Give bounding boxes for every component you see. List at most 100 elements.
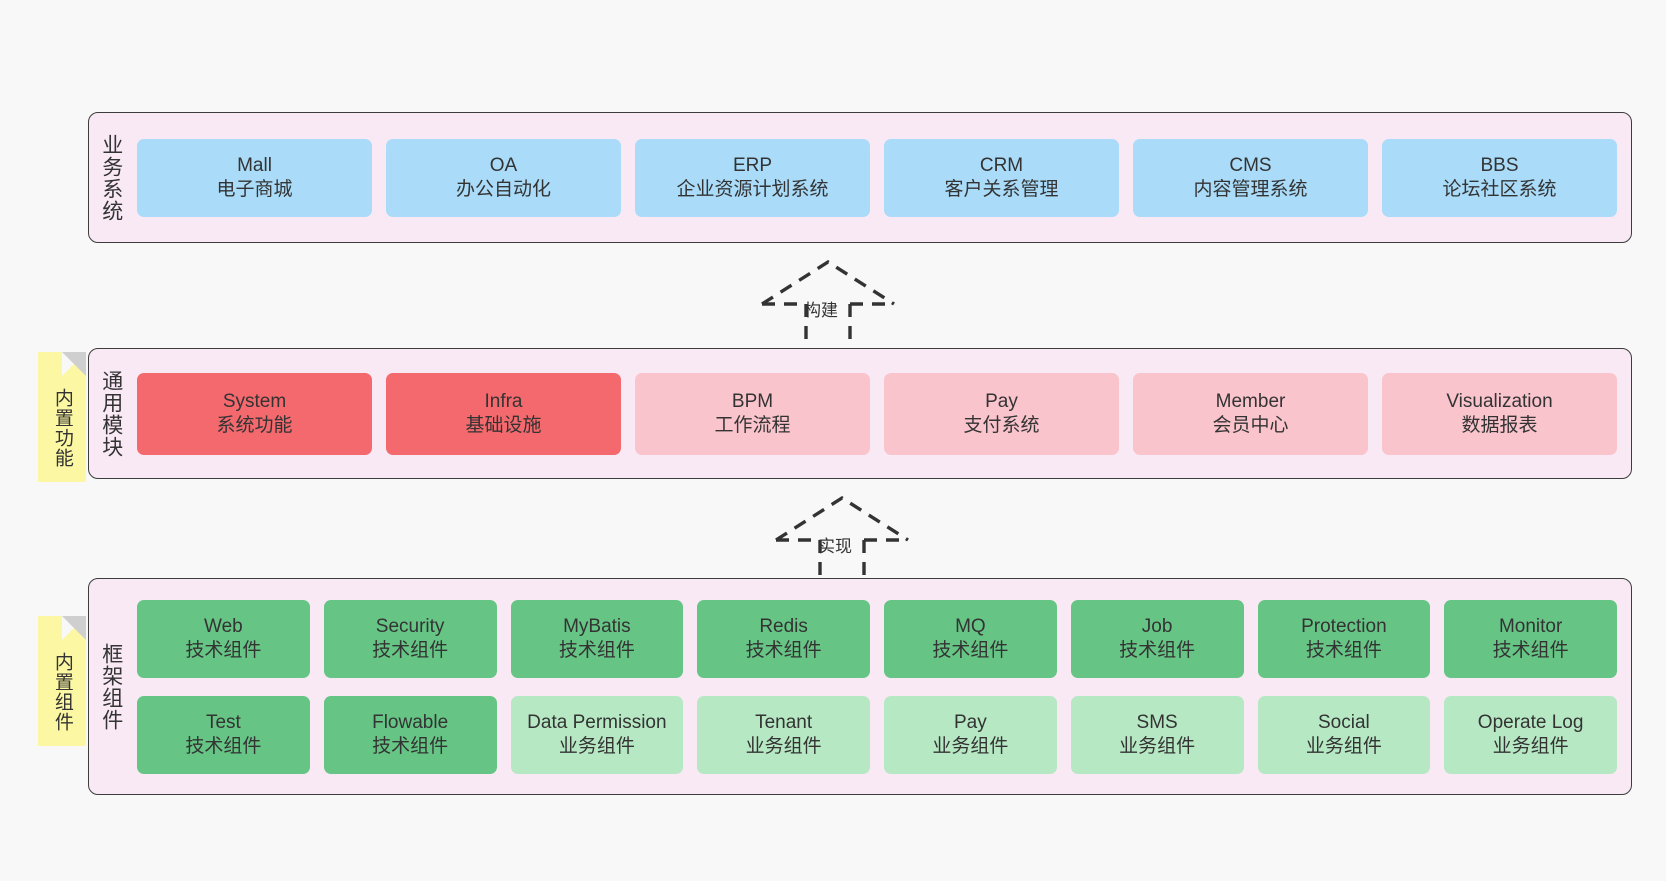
card-data-permission-en: Data Permission [527,711,667,733]
sticky-note-builtin-function: 内置功能 [38,352,86,482]
card-sms[interactable]: SMS 业务组件 [1070,695,1244,774]
card-erp[interactable]: ERP 企业资源计划系统 [635,138,870,217]
layer-title-framework-component: 框架组件 [99,642,123,731]
card-infra[interactable]: Infra 基础设施 [386,372,621,455]
card-protection[interactable]: Protection 技术组件 [1257,599,1431,678]
sticky-fold-corner-icon-2 [62,616,86,640]
card-security-en: Security [375,615,445,637]
card-pay-component-en: Pay [954,711,987,733]
card-erp-cn: 企业资源计划系统 [676,178,829,200]
card-web[interactable]: Web 技术组件 [137,599,310,678]
card-cms-en: CMS [1229,154,1272,176]
card-tenant-en: Tenant [755,711,813,733]
card-job-en: Job [1141,615,1173,637]
card-row-business-components: Test 技术组件 Flowable 技术组件 Data Permission … [137,695,1617,774]
card-bbs[interactable]: BBS 论坛社区系统 [1382,138,1617,217]
card-operate-log[interactable]: Operate Log 业务组件 [1444,695,1617,774]
card-bpm-cn: 工作流程 [714,414,791,436]
card-crm-en: CRM [979,154,1024,176]
card-row-tech-components: Web 技术组件 Security 技术组件 MyBatis 技术组件 Redi… [137,599,1617,678]
card-job-cn: 技术组件 [1119,639,1196,661]
card-mybatis[interactable]: MyBatis 技术组件 [510,599,684,678]
card-operate-log-en: Operate Log [1477,711,1584,733]
card-crm[interactable]: CRM 客户关系管理 [884,138,1119,217]
card-visualization-cn: 数据报表 [1461,414,1538,436]
card-social[interactable]: Social 业务组件 [1257,695,1431,774]
card-data-permission[interactable]: Data Permission 业务组件 [510,695,684,774]
card-oa-en: OA [489,154,518,176]
card-mq-cn: 技术组件 [932,639,1009,661]
card-redis-cn: 技术组件 [745,639,822,661]
card-infra-cn: 基础设施 [465,414,542,436]
card-erp-en: ERP [732,154,773,176]
card-pay-module-en: Pay [985,390,1018,412]
card-infra-en: Infra [484,390,523,412]
card-oa[interactable]: OA 办公自动化 [386,138,621,217]
card-system-cn: 系统功能 [216,414,293,436]
card-mall-cn: 电子商城 [216,178,293,200]
card-test-cn: 技术组件 [185,735,262,757]
card-member-cn: 会员中心 [1212,414,1289,436]
card-sms-cn: 业务组件 [1119,735,1196,757]
card-member[interactable]: Member 会员中心 [1133,372,1368,455]
card-pay-module-cn: 支付系统 [963,414,1040,436]
card-pay-module[interactable]: Pay 支付系统 [884,372,1119,455]
card-mq-en: MQ [955,615,986,637]
card-mybatis-en: MyBatis [563,615,631,637]
connector-implement-arrowhead [775,495,909,542]
card-mybatis-cn: 技术组件 [558,639,635,661]
connector-build-label: 构建 [804,301,838,320]
connector-implement: 实现 [772,494,912,582]
card-bpm[interactable]: BPM 工作流程 [635,372,870,455]
card-mall-en: Mall [237,154,272,176]
sticky-note-builtin-function-label: 内置功能 [51,388,73,468]
card-group-framework-component: Web 技术组件 Security 技术组件 MyBatis 技术组件 Redi… [133,579,1631,794]
layer-title-common-module: 通用模块 [99,369,123,458]
card-oa-cn: 办公自动化 [455,178,551,200]
card-pay-component-cn: 业务组件 [932,735,1009,757]
card-monitor[interactable]: Monitor 技术组件 [1444,599,1617,678]
card-security[interactable]: Security 技术组件 [323,599,497,678]
layer-framework-component[interactable]: 框架组件 Web 技术组件 Security 技术组件 MyBatis 技术组件… [88,578,1632,795]
layer-common-module[interactable]: 通用模块 System 系统功能 Infra 基础设施 BPM 工作流程 Pay… [88,348,1632,479]
card-group-common-module: System 系统功能 Infra 基础设施 BPM 工作流程 Pay 支付系统… [133,349,1631,478]
card-tenant[interactable]: Tenant 业务组件 [697,695,870,774]
sticky-note-builtin-component-label: 内置组件 [51,652,73,732]
connector-implement-label: 实现 [818,537,852,556]
card-test[interactable]: Test 技术组件 [137,695,310,774]
card-flowable-cn: 技术组件 [372,735,449,757]
card-social-cn: 业务组件 [1305,735,1382,757]
card-system[interactable]: System 系统功能 [137,372,372,455]
card-web-cn: 技术组件 [185,639,262,661]
layer-title-business-system: 业务系统 [99,133,123,222]
layer-business-system[interactable]: 业务系统 Mall 电子商城 OA 办公自动化 ERP 企业资源计划系统 CRM… [88,112,1632,243]
card-mall[interactable]: Mall 电子商城 [137,138,372,217]
card-protection-en: Protection [1301,615,1387,637]
connector-build-arrowhead [761,259,895,306]
card-redis[interactable]: Redis 技术组件 [697,599,870,678]
sticky-note-builtin-component: 内置组件 [38,616,86,746]
card-cms[interactable]: CMS 内容管理系统 [1133,138,1368,217]
card-web-en: Web [204,615,243,637]
card-operate-log-cn: 业务组件 [1492,735,1569,757]
sticky-fold-corner-icon [62,352,86,376]
card-group-business-system: Mall 电子商城 OA 办公自动化 ERP 企业资源计划系统 CRM 客户关系… [133,113,1631,242]
card-monitor-en: Monitor [1498,615,1563,637]
card-flowable[interactable]: Flowable 技术组件 [323,695,497,774]
card-job[interactable]: Job 技术组件 [1070,599,1244,678]
card-data-permission-cn: 业务组件 [558,735,635,757]
card-crm-cn: 客户关系管理 [944,178,1059,200]
card-flowable-en: Flowable [372,711,449,733]
card-pay-component[interactable]: Pay 业务组件 [884,695,1057,774]
card-tenant-cn: 业务组件 [745,735,822,757]
card-security-cn: 技术组件 [372,639,449,661]
card-test-en: Test [205,711,241,733]
card-visualization[interactable]: Visualization 数据报表 [1382,372,1617,455]
card-redis-en: Redis [759,615,808,637]
card-bpm-en: BPM [731,390,774,412]
card-system-en: System [222,390,287,412]
card-mq[interactable]: MQ 技术组件 [884,599,1057,678]
card-cms-cn: 内容管理系统 [1193,178,1308,200]
card-sms-en: SMS [1136,711,1178,733]
